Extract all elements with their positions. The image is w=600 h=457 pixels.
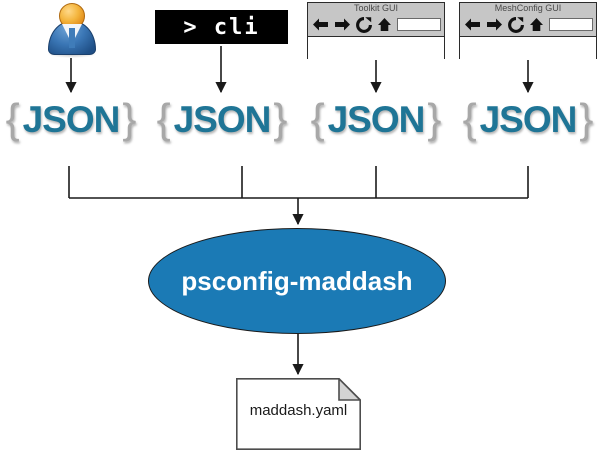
browser-window-meshconfig-gui: MeshConfig GUI xyxy=(459,2,597,59)
document-shape-icon xyxy=(236,376,363,450)
terminal-icon: > cli xyxy=(155,10,288,44)
output-document-maddash-yaml: maddash.yaml xyxy=(236,376,363,450)
reload-icon[interactable] xyxy=(508,16,524,33)
browser-title-toolkit-gui: Toolkit GUI xyxy=(353,3,398,13)
json-open-brace: { xyxy=(5,95,20,142)
cli-prompt-label: > cli xyxy=(183,14,260,40)
json-open-brace: { xyxy=(462,95,477,142)
browser-toolbar xyxy=(312,14,441,35)
json-open-brace: { xyxy=(156,95,171,142)
home-icon[interactable] xyxy=(377,17,392,32)
browser-chrome: MeshConfig GUI xyxy=(460,3,596,37)
json-close-brace: } xyxy=(427,95,442,142)
home-icon[interactable] xyxy=(529,17,544,32)
browser-window-toolkit-gui: Toolkit GUI xyxy=(307,2,445,59)
json-close-brace: } xyxy=(122,95,137,142)
json-close-brace: } xyxy=(273,95,288,142)
address-bar-input[interactable] xyxy=(397,18,441,31)
json-close-brace: } xyxy=(579,95,594,142)
process-node-label: psconfig-maddash xyxy=(181,265,413,296)
reload-icon[interactable] xyxy=(356,16,372,33)
forward-arrow-icon[interactable] xyxy=(334,17,351,32)
back-arrow-icon[interactable] xyxy=(312,17,329,32)
json-logo-3: { JSON } xyxy=(303,96,449,142)
json-logo-2: { JSON } xyxy=(149,96,295,142)
browser-title-meshconfig-gui: MeshConfig GUI xyxy=(494,3,562,13)
address-bar-input[interactable] xyxy=(549,18,593,31)
user-icon-tie xyxy=(69,28,75,48)
json-logo-4: { JSON } xyxy=(455,96,600,142)
process-node-psconfig-maddash: psconfig-maddash xyxy=(148,228,446,334)
json-label: JSON xyxy=(327,98,426,140)
json-open-brace: { xyxy=(310,95,325,142)
json-label: JSON xyxy=(173,98,272,140)
output-document-label: maddash.yaml xyxy=(249,402,348,419)
browser-viewport xyxy=(460,37,596,59)
json-label: JSON xyxy=(479,98,578,140)
json-logo-1: { JSON } xyxy=(0,96,144,142)
forward-arrow-icon[interactable] xyxy=(486,17,503,32)
user-icon xyxy=(44,2,100,60)
browser-viewport xyxy=(308,37,444,59)
back-arrow-icon[interactable] xyxy=(464,17,481,32)
json-label: JSON xyxy=(22,98,121,140)
browser-toolbar xyxy=(464,14,593,35)
browser-chrome: Toolkit GUI xyxy=(308,3,444,37)
